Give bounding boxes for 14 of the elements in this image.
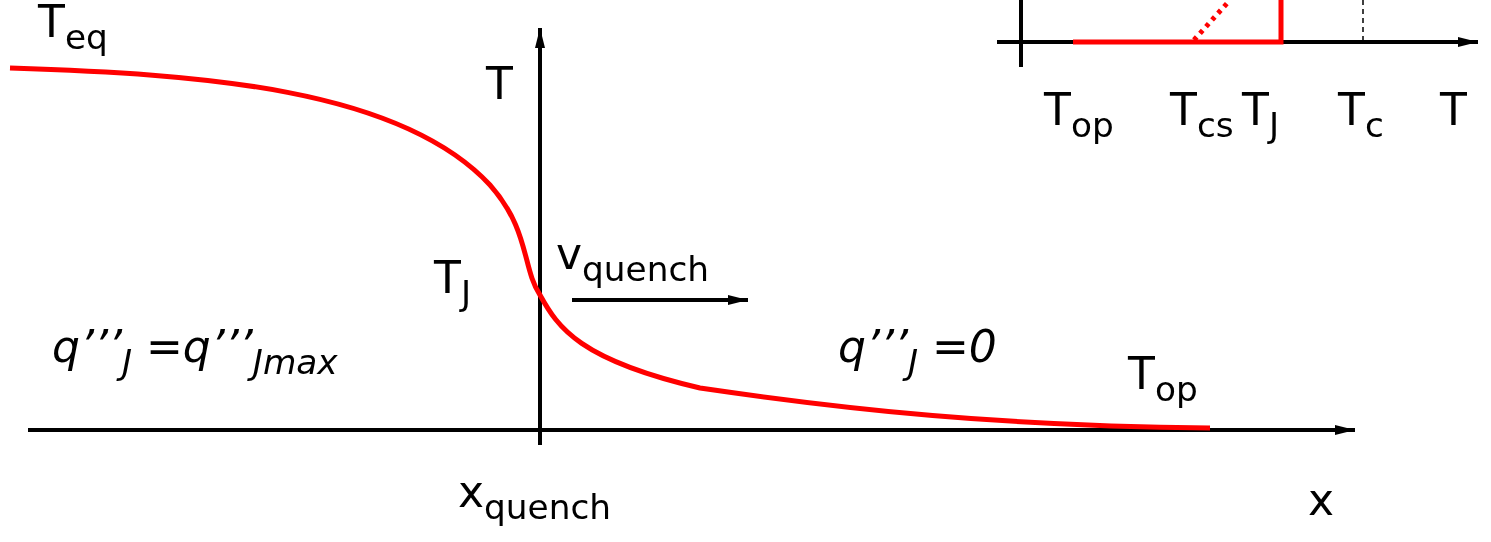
symbol-label: T$_{c}$ [1338,88,1384,143]
symbol-label: T [1440,88,1467,132]
symbol-label: T$_{eq}$ [38,0,108,55]
symbol-label: T$_{cs}$ [1170,88,1234,143]
equation-label: q’’’$_{J}$ =q’’’$_{Jmax}$ [52,325,338,380]
symbol-label: T [486,62,513,106]
symbol-label: T$_{op}$ [1128,352,1198,407]
symbol-label: x [1308,478,1335,522]
symbol-label: x$_{quench}$ [458,470,612,525]
symbol-label: v$_{quench}$ [556,232,710,287]
equation-label: q’’’$_{J}$ =0 [838,325,997,380]
symbol-label: T$_{J}$ [434,256,471,311]
symbol-label: T$_{J}$ [1242,88,1279,143]
symbol-label: T$_{op}$ [1044,88,1114,143]
